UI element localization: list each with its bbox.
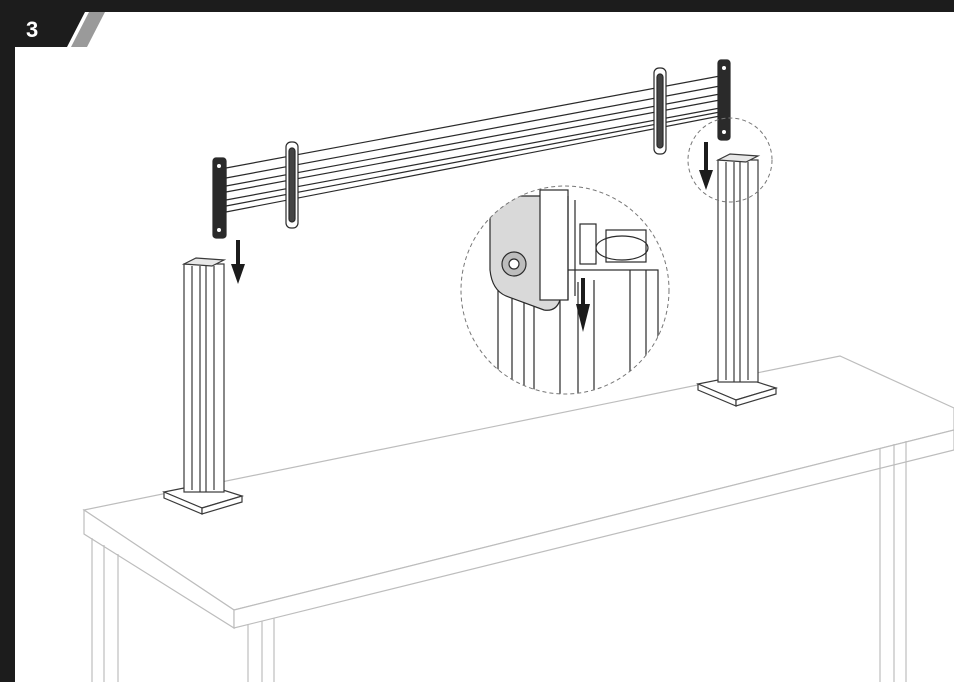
mounting-rail (212, 59, 731, 239)
right-post (695, 153, 779, 407)
step-number: 3 (26, 17, 39, 42)
step-tab (15, 12, 105, 47)
top-frame-bar (0, 0, 954, 12)
down-arrow-icon (576, 278, 590, 332)
detail-zoom (460, 185, 670, 395)
down-arrow-icon (699, 142, 713, 190)
table (82, 355, 954, 682)
left-frame-bar (0, 0, 15, 682)
left-post (161, 257, 245, 515)
detail-callout-small (687, 117, 773, 203)
down-arrow-icon (231, 240, 245, 284)
